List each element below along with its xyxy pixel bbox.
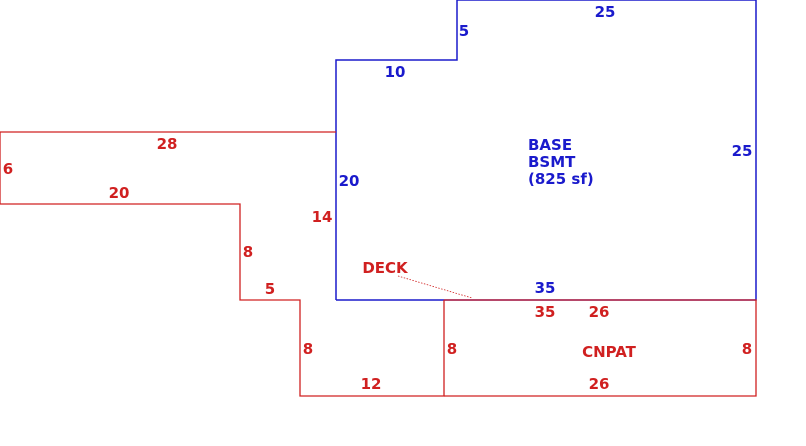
cnpat-name: CNPAT — [582, 343, 637, 361]
deck-dim-inner-top: 20 — [109, 184, 130, 202]
base-dim-top-right: 25 — [595, 3, 616, 21]
deck-dim-shared: 35 — [535, 303, 556, 321]
deck-name: DECK — [362, 259, 409, 277]
base-dim-left: 20 — [339, 172, 360, 190]
base-dim-bottom: 35 — [535, 279, 556, 297]
base-name-line1: BASE — [528, 136, 572, 154]
deck-dim-left-mid: 8 — [243, 243, 253, 261]
base-dim-right: 25 — [732, 142, 753, 160]
deck-leader-line — [397, 275, 473, 299]
cnpat-dim-left: 8 — [447, 340, 457, 358]
cnpat-dim-bottom: 26 — [589, 375, 610, 393]
deck-dim-top: 28 — [157, 135, 178, 153]
cnpat-dim-right: 8 — [742, 340, 752, 358]
cnpat-outline — [444, 299, 757, 397]
deck-dim-left: 6 — [3, 160, 13, 178]
deck-dim-bottom: 12 — [361, 375, 382, 393]
base-dim-top-step: 5 — [459, 22, 469, 40]
base-dim-top-left: 10 — [385, 63, 406, 81]
deck-dim-step: 5 — [265, 280, 275, 298]
deck-outline — [0, 131, 445, 397]
base-area: (825 sf) — [528, 170, 594, 188]
cnpat-dim-top: 26 — [589, 303, 610, 321]
deck-dim-left-lower: 8 — [303, 340, 313, 358]
deck-dim-left-upper: 14 — [312, 208, 333, 226]
base-name-line2: BSMT — [528, 153, 576, 171]
